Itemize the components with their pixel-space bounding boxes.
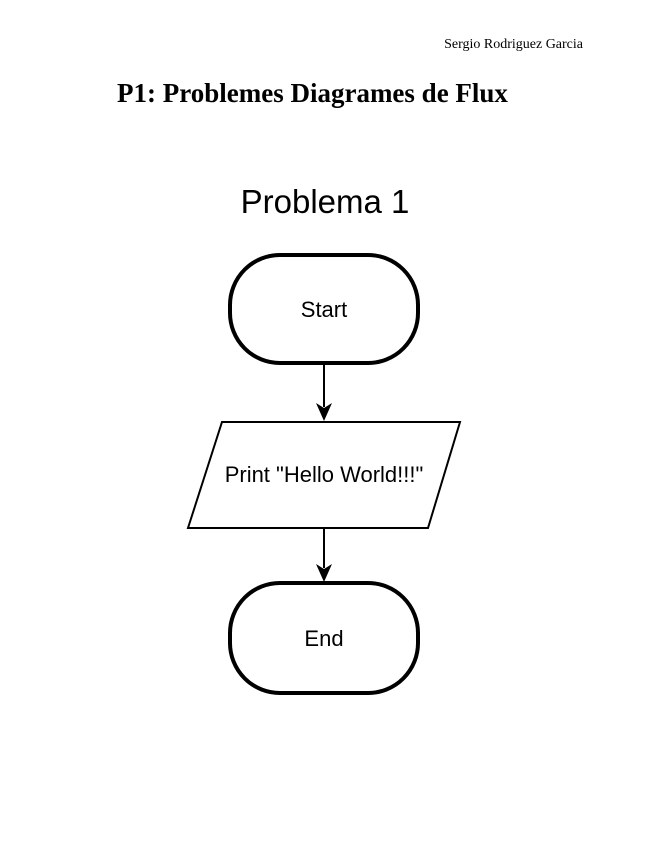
print-node-label: Print "Hello World!!!" [225, 462, 424, 487]
start-node-label: Start [301, 297, 347, 322]
author-header: Sergio Rodriguez Garcia [444, 37, 583, 52]
arrowhead-icon [316, 403, 332, 421]
end-node-label: End [304, 626, 343, 651]
print-parallelogram-shape [186, 421, 462, 529]
flowchart-title: Problema 1 [241, 183, 410, 220]
arrowhead-icon [316, 564, 332, 582]
document-title: P1: Problemes Diagrames de Flux [117, 78, 508, 108]
end-terminator-shape [228, 581, 420, 695]
